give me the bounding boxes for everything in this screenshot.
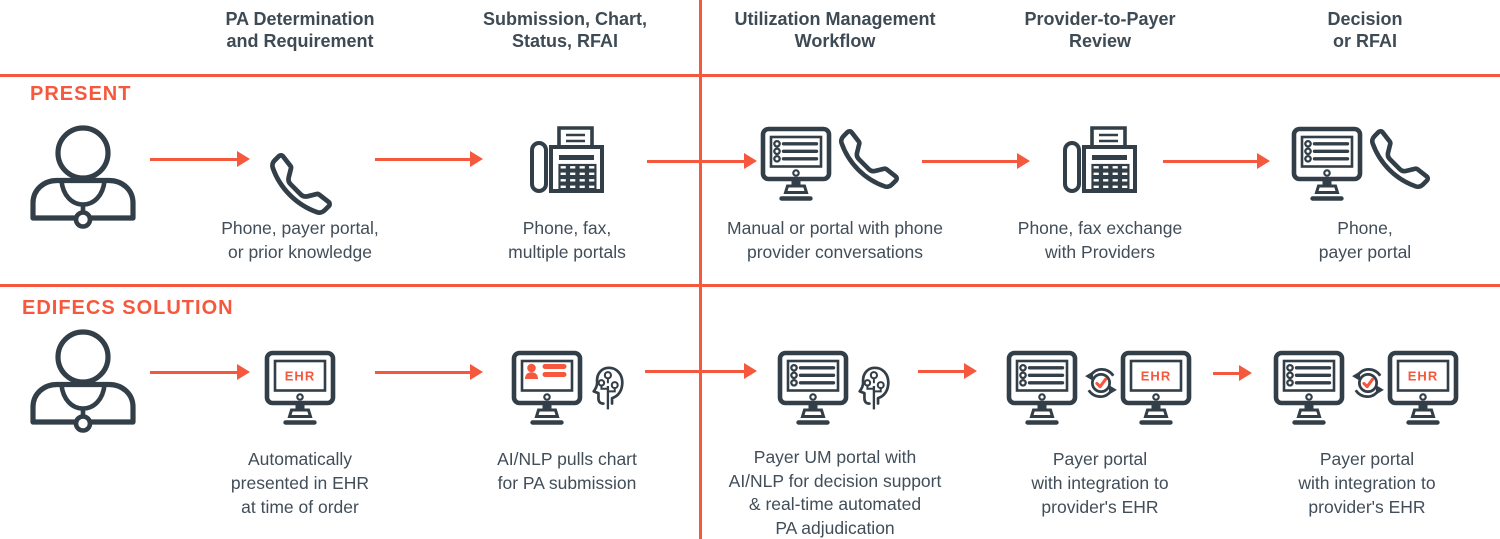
column-header-pa-determination: PA Determination and Requirement: [225, 9, 375, 51]
portal-monitor-icon: [777, 350, 849, 426]
flow-arrow: [375, 370, 470, 374]
step-caption: Phone, fax exchange with Providers: [1017, 218, 1183, 262]
step-caption: Phone, payer portal: [1318, 218, 1412, 262]
flow-arrow: [645, 369, 744, 373]
portal-monitor-icon: [1291, 126, 1363, 202]
phone-icon: [1368, 127, 1432, 191]
column-header-provider-payer-review: Provider-to-Payer Review: [1024, 9, 1176, 51]
portal-monitor-icon: [1273, 350, 1345, 426]
flow-arrow: [918, 369, 964, 373]
step-caption: Phone, fax, multiple portals: [508, 218, 626, 262]
flow-arrow: [922, 159, 1017, 163]
step-caption: AI/NLP pulls chart for PA submission: [497, 449, 637, 493]
step-caption: Manual or portal with phone provider con…: [727, 218, 943, 262]
fax-icon: [1062, 122, 1138, 198]
step-caption: Phone, payer portal, or prior knowledge: [221, 218, 379, 262]
doctor-icon: [28, 328, 140, 434]
step-caption: Payer UM portal with AI/NLP for decision…: [728, 447, 942, 538]
solution-divider-line: [0, 284, 1500, 287]
flow-arrow: [1163, 159, 1257, 163]
phone-icon: [837, 127, 901, 191]
sync-check-icon: [1348, 364, 1388, 402]
ai-head-icon: [855, 361, 891, 411]
fax-icon: [529, 122, 605, 198]
present-section-label: PRESENT: [30, 83, 132, 105]
flow-arrow: [1213, 371, 1239, 375]
chart-monitor-icon: [511, 350, 583, 426]
present-divider-line: [0, 74, 1500, 77]
sync-check-icon: [1081, 364, 1121, 402]
step-caption: Payer portal with integration to provide…: [1298, 449, 1436, 517]
flow-arrow: [375, 157, 470, 161]
doctor-icon: [28, 124, 140, 230]
column-header-um-workflow: Utilization Management Workflow: [734, 9, 936, 51]
edifecs-solution-section-label: EDIFECS SOLUTION: [22, 297, 234, 319]
flow-arrow: [150, 370, 237, 374]
step-caption: Payer portal with integration to provide…: [1031, 449, 1169, 517]
portal-monitor-icon: [760, 126, 832, 202]
ehr-monitor-icon: [264, 350, 336, 426]
ehr-monitor-icon: [1120, 350, 1192, 426]
column-header-decision: Decision or RFAI: [1327, 9, 1403, 51]
flow-arrow: [647, 159, 744, 163]
column-header-submission: Submission, Chart, Status, RFAI: [482, 9, 648, 51]
phase-divider-line: [699, 0, 702, 539]
step-caption: Automatically presented in EHR at time o…: [230, 449, 370, 517]
ehr-monitor-icon: [1387, 350, 1459, 426]
ai-head-icon: [589, 361, 625, 411]
phone-icon: [268, 151, 334, 217]
portal-monitor-icon: [1006, 350, 1078, 426]
flow-arrow: [150, 157, 237, 161]
